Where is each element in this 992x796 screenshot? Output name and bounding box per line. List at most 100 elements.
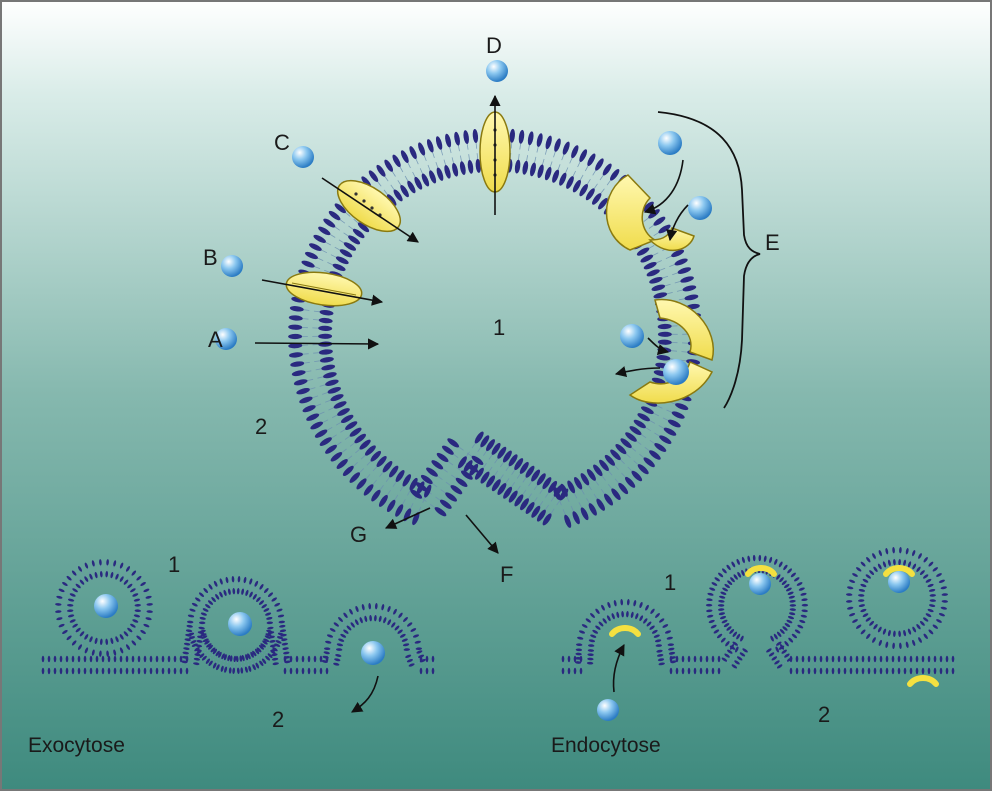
lipid-head — [247, 653, 251, 660]
lipid-head — [356, 478, 367, 490]
lipid-head — [789, 599, 796, 603]
lipid-head — [155, 655, 159, 663]
lipid-head — [925, 613, 932, 618]
lipid-head — [925, 578, 932, 583]
lipid-head — [283, 667, 287, 675]
lipid-head — [899, 547, 902, 554]
lipid-head — [434, 507, 447, 517]
lipid-head — [115, 636, 119, 643]
label-g: G — [350, 522, 367, 547]
lipid-head — [928, 604, 936, 608]
lipid-head — [350, 622, 355, 628]
lipid-head — [637, 464, 649, 475]
lipid-head — [187, 614, 195, 618]
lipid-head — [733, 574, 738, 580]
lipid-head — [208, 584, 213, 590]
lipid-head — [426, 139, 434, 153]
label-d: D — [486, 33, 502, 58]
lipid-head — [198, 592, 205, 598]
lipid-head — [283, 655, 287, 663]
lipid-head — [705, 603, 713, 607]
lipid-head — [866, 557, 871, 563]
lipid-head — [319, 667, 323, 675]
lipid-head — [843, 655, 847, 663]
lipid-head — [402, 643, 410, 647]
lipid-head — [788, 637, 794, 643]
lipid-head — [588, 503, 597, 516]
lipid-head — [328, 210, 341, 221]
lipid-head — [191, 643, 198, 647]
lipid-head — [345, 421, 358, 430]
lipid-head — [266, 629, 273, 633]
lipid-head — [923, 557, 928, 563]
lipid-head — [265, 633, 272, 637]
lipid-head — [310, 421, 324, 430]
lipid-head — [343, 629, 349, 634]
lipid-head — [561, 667, 565, 675]
lipid-head — [801, 655, 805, 663]
lipid-head — [119, 562, 124, 569]
lipid-head — [431, 667, 435, 675]
lipid-head — [783, 564, 788, 571]
lipid-head — [106, 559, 109, 566]
lipid-head — [259, 644, 264, 650]
lipid-head — [41, 667, 45, 675]
molecule-b — [221, 255, 243, 277]
lipid-head — [587, 653, 594, 657]
lipid-head — [520, 498, 529, 511]
arrow-b — [261, 279, 384, 306]
lipid-head — [127, 627, 133, 633]
lipid-head — [916, 566, 921, 572]
lipid-head — [537, 164, 544, 179]
lipid-head — [228, 667, 232, 674]
lipid-head — [67, 598, 75, 602]
lipid-head — [571, 145, 579, 159]
lipid-head — [626, 611, 629, 618]
lipid-head — [130, 588, 136, 593]
lipid-head — [110, 637, 114, 645]
lipid-head — [67, 614, 75, 618]
lipid-head — [202, 608, 209, 612]
lipid-head — [58, 623, 65, 628]
lipid-head — [671, 249, 685, 258]
lipid-head — [363, 484, 374, 496]
endo-receptor-free — [907, 675, 939, 687]
lipid-head — [654, 443, 667, 452]
lipid-head — [655, 644, 662, 647]
lipid-head — [53, 655, 57, 663]
lipid-head — [340, 633, 347, 638]
lipid-head — [307, 655, 311, 663]
lipid-head — [742, 648, 748, 653]
lipid-head — [69, 619, 76, 623]
lipid-head — [143, 655, 147, 663]
exocytose-caption: Exocytose — [28, 734, 125, 757]
lipid-head — [293, 379, 308, 386]
lipid-head — [319, 437, 332, 446]
lipid-head — [739, 652, 746, 657]
lipid-head — [179, 655, 183, 663]
lipid-head — [774, 660, 780, 665]
lipid-head — [595, 608, 600, 614]
lipid-head — [262, 640, 268, 645]
lipid-head — [602, 163, 612, 176]
lipid-head — [436, 167, 444, 181]
lipid-head — [536, 473, 546, 486]
lipid-head — [657, 658, 665, 662]
lipid-head — [115, 573, 119, 580]
endo-molecule-1 — [749, 573, 771, 595]
lipid-head — [277, 614, 285, 618]
lipid-head — [575, 656, 582, 660]
lipid-head — [436, 452, 449, 463]
lipid-head — [616, 611, 620, 619]
lipid-head — [425, 655, 429, 663]
lipid-head — [324, 647, 331, 651]
lipid-head — [681, 655, 685, 663]
lipid-head — [187, 620, 194, 624]
lipid-head — [869, 620, 875, 626]
lipid-head — [637, 413, 650, 422]
lipid-head — [936, 573, 942, 577]
lipid-head — [940, 606, 947, 610]
lipid-head — [825, 667, 829, 675]
lipid-head — [241, 654, 245, 662]
lipid-head — [699, 667, 703, 675]
